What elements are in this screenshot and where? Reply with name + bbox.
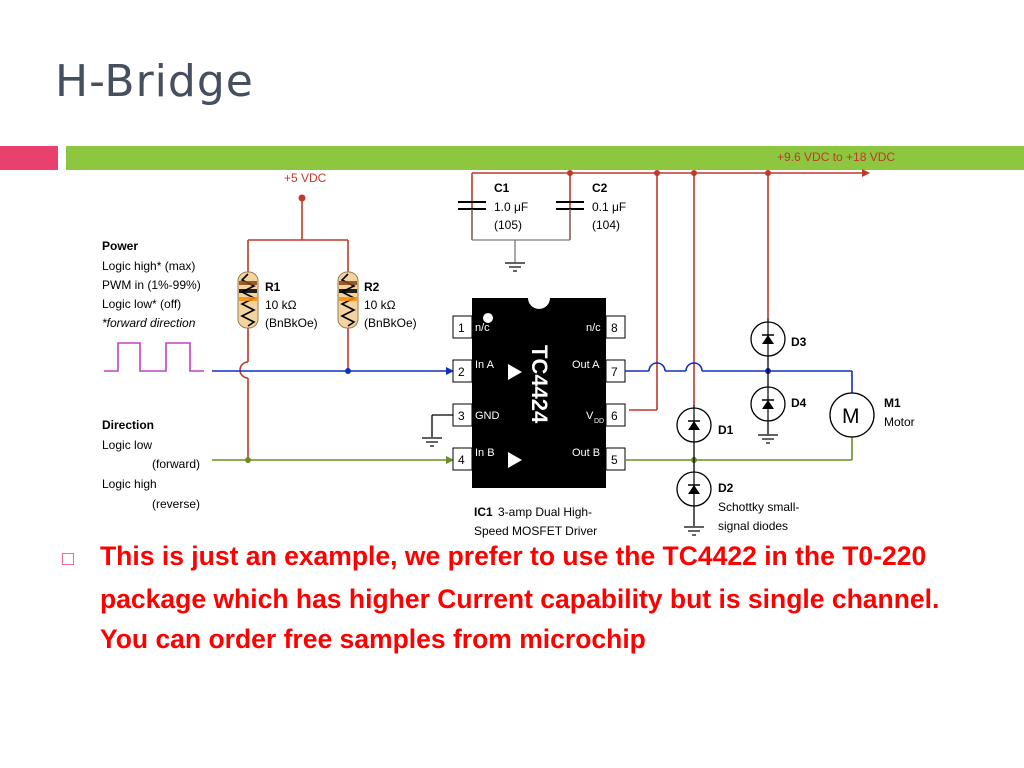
note-paragraph: □ This is just an example, we prefer to u… (62, 536, 992, 659)
direction-line-2: (forward) (152, 457, 200, 471)
d1-label: D1 (718, 423, 734, 437)
c2-code: (104) (592, 218, 620, 232)
rail-junctions (567, 170, 771, 176)
pin-5-label: Out B (572, 447, 600, 459)
pin-8-number: 8 (611, 321, 618, 335)
diode-d1 (676, 407, 712, 443)
diode-note-line1: Schottky small- (718, 500, 799, 514)
d4-label: D4 (791, 396, 807, 410)
ic-part-number: TC4424 (527, 345, 552, 424)
diode-note-line2: signal diodes (718, 519, 788, 533)
pin-4-label: In B (475, 447, 495, 459)
direction-line-3: Logic high (102, 477, 157, 491)
ic-desc-line1: 3-amp Dual High- (498, 505, 592, 519)
ic-pin-labels: n/c In A GND In B n/c Out A V DD Out B (475, 322, 604, 459)
ground-symbol-d4 (757, 434, 779, 444)
r1-name: R1 (265, 280, 281, 294)
ic-desc-line2: Speed MOSFET Driver (474, 524, 597, 538)
motor-name: Motor (884, 415, 915, 429)
pin-1-label: n/c (475, 322, 490, 334)
c1-name: C1 (494, 181, 510, 195)
ic-tc4424: TC4424 (472, 298, 606, 488)
note-text: This is just an example, we prefer to us… (100, 541, 940, 654)
ic-pins: 1 2 3 4 8 7 6 5 (452, 315, 626, 471)
pin-4-number: 4 (458, 453, 465, 467)
c2-value: 0.1 μF (592, 200, 626, 214)
direction-line-1: Logic low (102, 438, 152, 452)
pin-3-label: GND (475, 410, 500, 422)
note-bullet: □ (62, 548, 75, 570)
motor-symbol: M (842, 405, 860, 428)
r2-value: 10 kΩ (364, 298, 396, 312)
supply-high-label: +9.6 VDC to +18 VDC (777, 150, 895, 164)
diode-d4 (750, 386, 786, 422)
in-a-signal (212, 367, 454, 375)
resistor-r2 (337, 271, 359, 329)
capacitor-c1 (458, 201, 486, 240)
pin-8-label: n/c (586, 322, 601, 334)
power-line-4: *forward direction (102, 316, 196, 330)
ic-ref: IC1 (474, 505, 493, 519)
diode-d2 (676, 471, 712, 507)
accent-bar-right (66, 146, 1024, 170)
pin-6-subscript: DD (594, 418, 604, 425)
direction-heading: Direction (102, 418, 154, 432)
power-line-1: Logic high* (max) (102, 259, 195, 273)
power-line-2: PWM in (1%-99%) (102, 278, 201, 292)
out-b-net (625, 436, 853, 461)
resistor-r1 (237, 271, 259, 329)
pin-6-label: V (586, 410, 594, 422)
supply-low-net (239, 198, 349, 458)
d2-label: D2 (718, 481, 734, 495)
r2-name: R2 (364, 280, 380, 294)
c1-value: 1.0 μF (494, 200, 528, 214)
capacitor-c2 (556, 201, 584, 240)
motor-ref: M1 (884, 396, 901, 410)
pin-6-number: 6 (611, 409, 618, 423)
pin-3-number: 3 (458, 409, 465, 423)
power-heading: Power (102, 239, 138, 253)
c1-code: (105) (494, 218, 522, 232)
out-a-net (625, 362, 853, 395)
pin-2-label: In A (475, 359, 495, 371)
ground-symbol-d2 (683, 526, 705, 536)
supply-low-label: +5 VDC (284, 171, 327, 185)
ground-symbol-ic (421, 437, 443, 447)
pin-5-number: 5 (611, 453, 618, 467)
pin-2-number: 2 (458, 365, 465, 379)
d3-label: D3 (791, 335, 807, 349)
ground-symbol-caps (504, 262, 526, 272)
c2-name: C2 (592, 181, 608, 195)
pin-7-label: Out A (572, 359, 600, 371)
pwm-waveform (104, 342, 204, 372)
pin-1-number: 1 (458, 321, 465, 335)
r1-code: (BnBkOe) (265, 316, 318, 330)
power-line-3: Logic low* (off) (102, 297, 181, 311)
accent-bar-left (0, 146, 58, 170)
motor-m1: M (829, 392, 875, 438)
direction-line-4: (reverse) (152, 497, 200, 511)
pin-7-number: 7 (611, 365, 618, 379)
r1-value: 10 kΩ (265, 298, 297, 312)
r2-code: (BnBkOe) (364, 316, 417, 330)
diode-d3 (750, 321, 786, 357)
slide-title: H-Bridge (55, 56, 254, 107)
